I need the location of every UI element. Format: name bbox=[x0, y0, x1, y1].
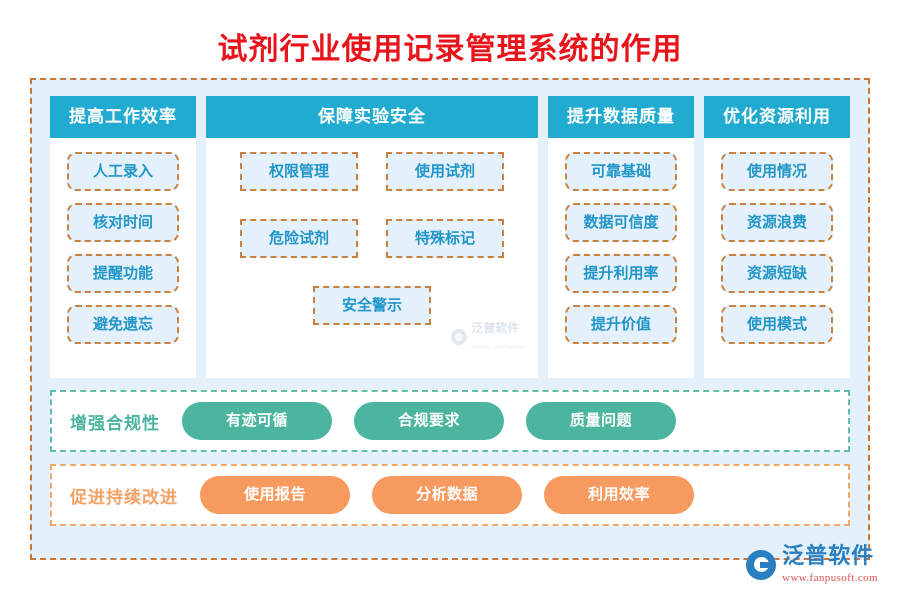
pill-item[interactable]: 有迹可循 bbox=[182, 402, 332, 440]
column-body: 可靠基础 数据可信度 提升利用率 提升价值 bbox=[548, 138, 694, 378]
band-label: 促进持续改进 bbox=[70, 487, 178, 507]
column-header: 提高工作效率 bbox=[50, 96, 196, 138]
band-compliance: 增强合规性 有迹可循 合规要求 质量问题 bbox=[50, 390, 850, 452]
pill-item[interactable]: 使用报告 bbox=[200, 476, 350, 514]
column-body: 权限管理 使用试剂 危险试剂 特殊标记 安全警示 泛普软件 FANPU SOFT… bbox=[206, 138, 538, 378]
chip-item[interactable]: 危险试剂 bbox=[240, 219, 358, 258]
content-frame: 提高工作效率 人工录入 核对时间 提醒功能 避免遗忘 保障实验安全 权限管理 使… bbox=[30, 78, 870, 560]
brand-logo: 泛普软件 www.fanpusoft.com bbox=[746, 544, 878, 586]
column-body: 使用情况 资源浪费 资源短缺 使用模式 bbox=[704, 138, 850, 378]
watermark-en: FANPU SOFTWARE bbox=[471, 345, 526, 352]
column-header: 优化资源利用 bbox=[704, 96, 850, 138]
chip-item[interactable]: 安全警示 bbox=[313, 286, 431, 325]
column-resource-optimization: 优化资源利用 使用情况 资源浪费 资源短缺 使用模式 bbox=[704, 96, 850, 378]
chip-item[interactable]: 人工录入 bbox=[67, 152, 179, 191]
band-label: 增强合规性 bbox=[70, 413, 160, 433]
pill-item[interactable]: 质量问题 bbox=[526, 402, 676, 440]
band-continuous-improvement: 促进持续改进 使用报告 分析数据 利用效率 bbox=[50, 464, 850, 526]
chip-item[interactable]: 核对时间 bbox=[67, 203, 179, 242]
chip-item[interactable]: 使用情况 bbox=[721, 152, 833, 191]
chip-item[interactable]: 提升价值 bbox=[565, 305, 677, 344]
column-header: 保障实验安全 bbox=[206, 96, 538, 138]
brand-logo-text: 泛普软件 www.fanpusoft.com bbox=[782, 544, 878, 586]
chip-item[interactable]: 数据可信度 bbox=[565, 203, 677, 242]
chip-item[interactable]: 可靠基础 bbox=[565, 152, 677, 191]
chip-item[interactable]: 使用模式 bbox=[721, 305, 833, 344]
brand-name: 泛普软件 bbox=[782, 543, 875, 569]
chip-item[interactable]: 提醒功能 bbox=[67, 254, 179, 293]
chip-item[interactable]: 资源短缺 bbox=[721, 254, 833, 293]
brand-url: www.fanpusoft.com bbox=[782, 572, 878, 585]
chip-item[interactable]: 避免遗忘 bbox=[67, 305, 179, 344]
watermark-cn: 泛普软件 bbox=[471, 321, 520, 336]
brand-logo-icon bbox=[746, 550, 777, 581]
column-data-quality: 提升数据质量 可靠基础 数据可信度 提升利用率 提升价值 bbox=[548, 96, 694, 378]
columns-row: 提高工作效率 人工录入 核对时间 提醒功能 避免遗忘 保障实验安全 权限管理 使… bbox=[50, 96, 850, 378]
column-lab-safety: 保障实验安全 权限管理 使用试剂 危险试剂 特殊标记 安全警示 泛普软件 FAN… bbox=[206, 96, 538, 378]
page-title: 试剂行业使用记录管理系统的作用 bbox=[217, 33, 683, 66]
chip-item[interactable]: 提升利用率 bbox=[565, 254, 677, 293]
column-header: 提升数据质量 bbox=[548, 96, 694, 138]
chip-item[interactable]: 使用试剂 bbox=[386, 152, 504, 191]
watermark-text: 泛普软件 FANPU SOFTWARE bbox=[471, 320, 526, 354]
pill-item[interactable]: 合规要求 bbox=[354, 402, 504, 440]
watermark: 泛普软件 FANPU SOFTWARE bbox=[451, 320, 526, 354]
chip-item[interactable]: 特殊标记 bbox=[386, 219, 504, 258]
column-body: 人工录入 核对时间 提醒功能 避免遗忘 bbox=[50, 138, 196, 378]
chip-item[interactable]: 资源浪费 bbox=[721, 203, 833, 242]
pill-item[interactable]: 分析数据 bbox=[372, 476, 522, 514]
watermark-logo-icon bbox=[451, 329, 468, 346]
column-improve-efficiency: 提高工作效率 人工录入 核对时间 提醒功能 避免遗忘 bbox=[50, 96, 196, 378]
chip-item[interactable]: 权限管理 bbox=[240, 152, 358, 191]
pill-item[interactable]: 利用效率 bbox=[544, 476, 694, 514]
